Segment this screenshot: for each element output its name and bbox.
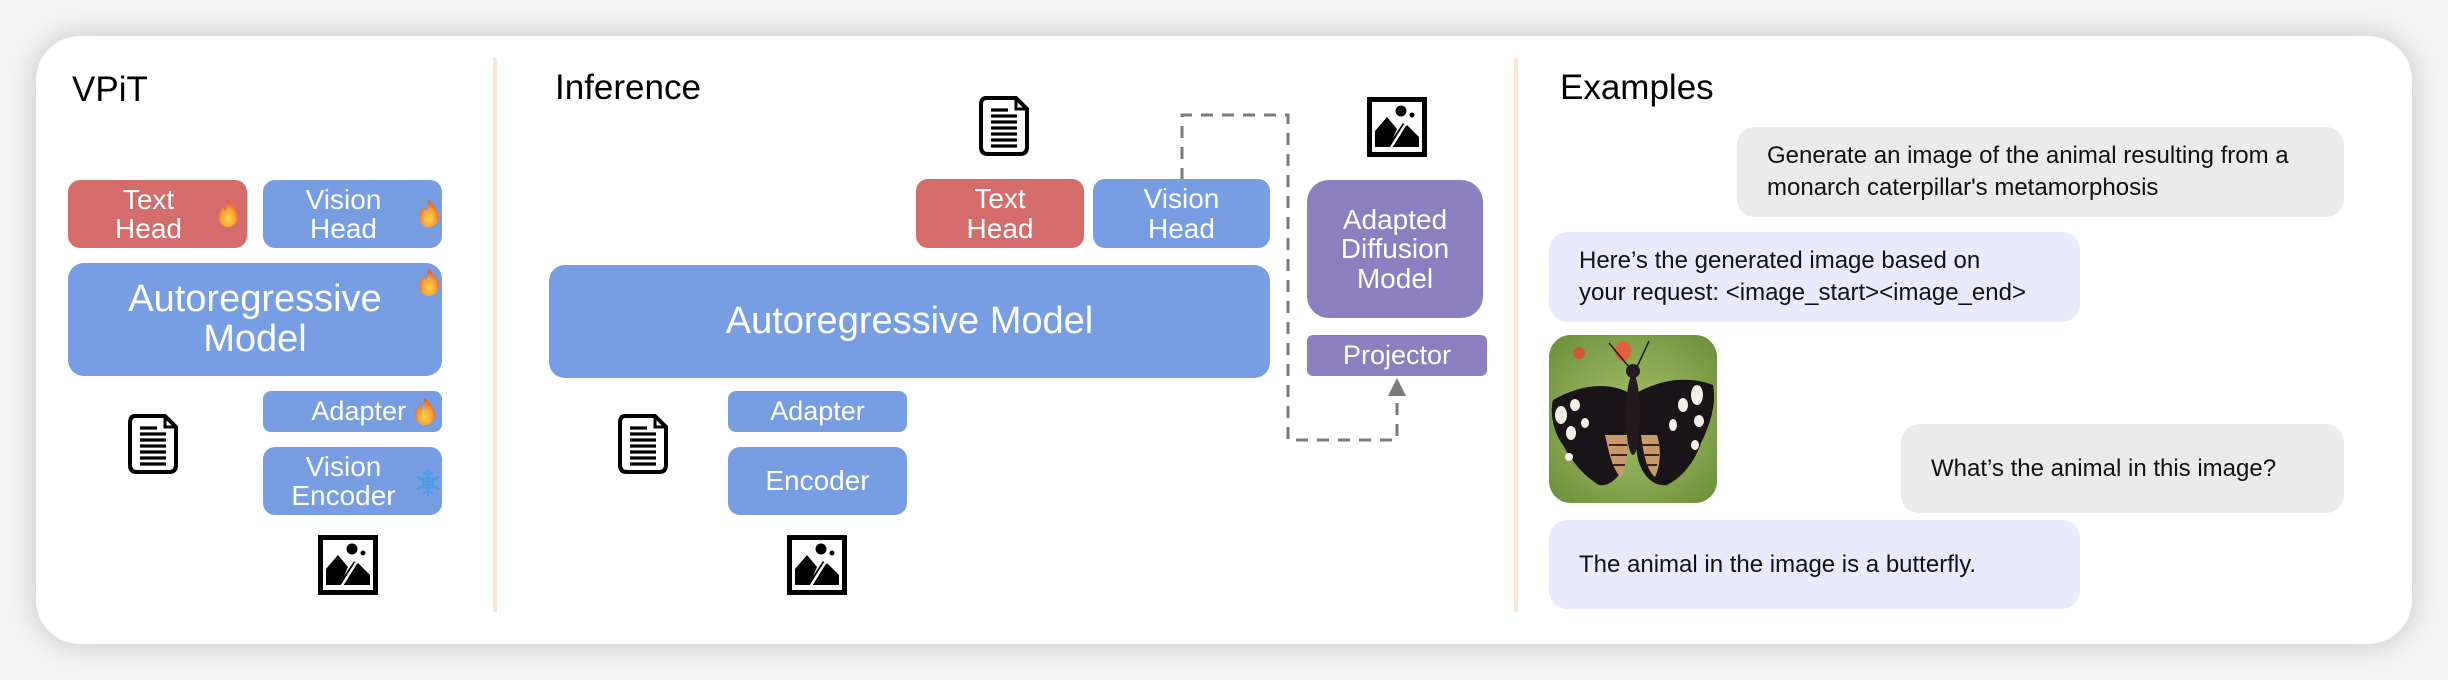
inference-text-head: Text Head [916,179,1084,248]
user-message: Generate an image of the animal resultin… [1737,127,2344,217]
vpit-adapter-label: Adapter [311,396,406,427]
image-icon [1367,97,1427,157]
message-text: What’s the animal in this image? [1931,454,2277,482]
vpit-autoregressive-model: Autoregressive Model [68,263,442,376]
inference-autoregressive-model: Autoregressive Model [549,265,1270,378]
adapted-diffusion-label: Adapted Diffusion Model [1340,203,1450,294]
document-icon [978,95,1030,157]
vision-head-to-projector-connector [1180,113,1406,442]
fire-icon [217,198,239,228]
inference-vision-head-label: Vision Head [1143,183,1220,244]
panel-divider [1514,58,1518,612]
vpit-text-head-label: Text Head [115,183,182,244]
message-text: Generate an image of the animal resultin… [1767,142,2289,201]
vpit-autoregressive-label: Autoregressive Model [128,277,382,360]
vpit-vision-head-label: Vision Head [305,183,382,244]
vpit-vision-encoder: Vision Encoder [263,447,442,515]
inference-title: Inference [555,68,701,107]
fire-icon [414,396,436,426]
message-text: Here’s the generated image based on your… [1579,247,2026,306]
assistant-message: Here’s the generated image based on your… [1549,232,2080,322]
image-icon [787,535,847,595]
projector-label: Projector [1342,340,1452,371]
inference-text-head-label: Text Head [966,183,1034,244]
document-icon [617,413,669,475]
inference-adapter-label: Adapter [770,396,865,427]
message-text: The animal in the image is a butterfly. [1579,550,1977,578]
document-icon [127,413,179,475]
generated-butterfly-image [1549,335,1717,503]
inference-vision-head: Vision Head [1093,179,1270,248]
vpit-text-head: Text Head [68,180,247,248]
adapted-diffusion-model: Adapted Diffusion Model [1307,180,1483,318]
inference-adapter: Adapter [728,391,907,432]
user-message: What’s the animal in this image? [1901,424,2344,513]
examples-title: Examples [1560,68,1714,107]
fire-icon [418,267,440,297]
vpit-vision-head: Vision Head [263,180,442,248]
panel-divider [493,58,497,612]
vpit-adapter: Adapter [263,391,442,432]
assistant-message: The animal in the image is a butterfly. [1549,520,2080,609]
inference-encoder: Encoder [728,447,907,515]
inference-autoregressive-label: Autoregressive Model [725,299,1094,342]
inference-encoder-label: Encoder [765,465,870,497]
butterfly-icon [1549,335,1717,503]
image-icon [318,535,378,595]
vpit-vision-encoder-label: Vision Encoder [291,450,396,511]
fire-icon [418,198,440,228]
vpit-title: VPiT [72,70,148,109]
snowflake-icon [414,469,442,497]
projector: Projector [1307,335,1487,376]
arrow-head-icon [1388,378,1406,396]
